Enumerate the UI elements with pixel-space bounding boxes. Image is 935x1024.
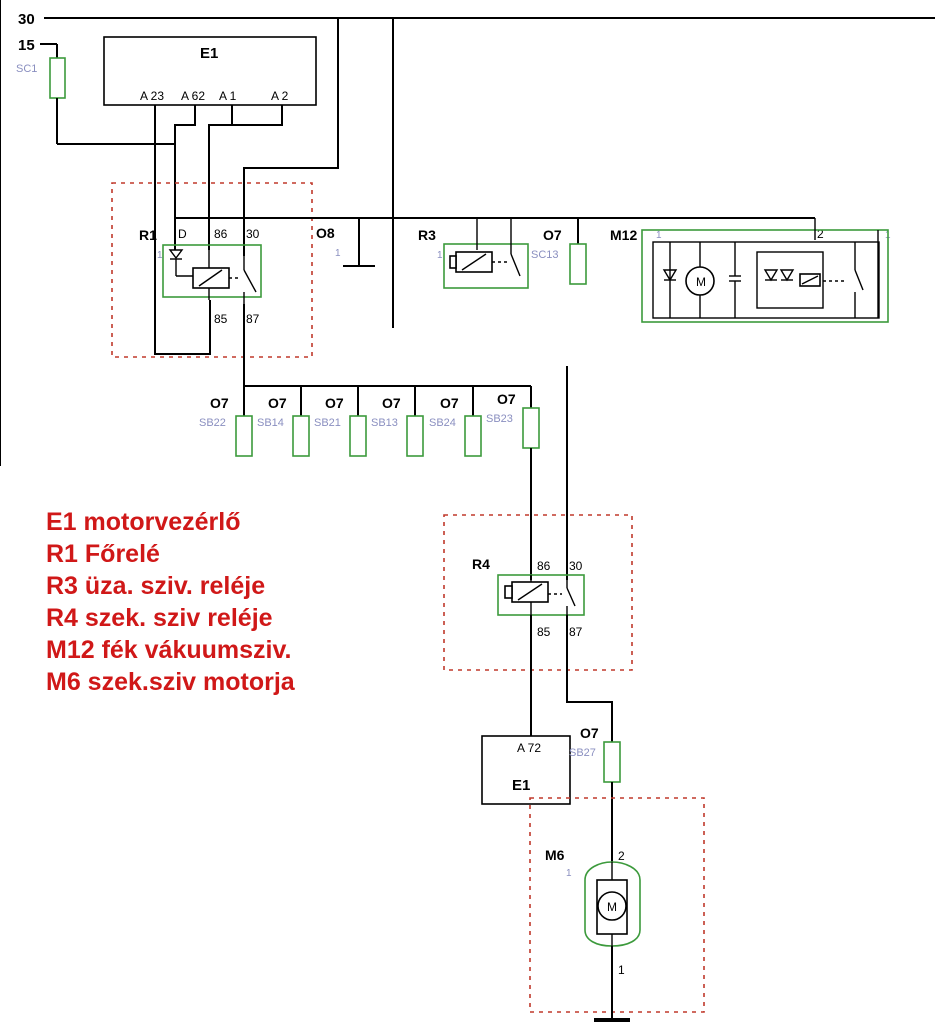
fuse-sb14: O7 SB14 [257,386,310,457]
fuse-sc1: SC1 [16,44,66,144]
fuse-sb23: O7 SB23 [486,386,540,449]
wire-30-to-r1 [243,18,339,256]
ecu-bottom-pin-a72: A 72 [517,741,541,755]
fuse-sb24-code: SB24 [429,417,456,429]
ground-o8: O8 1 [316,218,375,267]
ground-o8-name: O8 [316,225,335,241]
rail-15: 15 [18,37,57,54]
relay-r4-pin-85: 85 [537,625,551,639]
fuse-sb27-code: SB27 [569,747,596,759]
ecu-pin-a23: A 23 [140,89,164,103]
fuse-sb21: O7 SB21 [314,386,367,457]
fuse-sb22-code: SB22 [199,417,226,429]
fuse-sc13-code: SC13 [531,249,559,261]
pump-m12-pin-2: 2 [817,227,824,241]
motor-m6-pin-2: 2 [618,849,625,863]
motor-m6-symbol: M [607,900,617,914]
legend-r1: R1 Főrelé [46,540,160,568]
fuse-sb13-name: O7 [382,395,401,411]
relay-r1-pin-1: 1 [157,250,163,261]
relay-r4-name: R4 [472,556,490,572]
legend-m6: M6 szek.sziv motorja [46,668,295,696]
relay-r1-name: R1 [139,227,157,243]
fuse-sc13-name: O7 [543,227,562,243]
legend-r4: R4 szek. sziv reléje [46,604,273,632]
relay-r4-pin-86: 86 [537,559,551,573]
component-legend: E1 motorvezérlő R1 Főrelé R3 üza. sziv. … [46,506,295,698]
ground-o8-pin: 1 [335,248,341,259]
fuse-sb23-name: O7 [497,391,516,407]
fuse-sb23-code: SB23 [486,413,513,425]
fuse-row: O7 SB22 O7 SB14 O7 SB21 O7 SB13 O7 SB24 [199,386,540,457]
fuse-sb27: O7 SB27 [569,725,621,783]
fuse-sc13: O7 SC13 [531,218,587,285]
relay-r1: R1 D 86 30 1 85 87 [111,182,313,358]
ecu-pin-a62: A 62 [181,89,205,103]
rail-15-label: 15 [18,37,35,54]
pump-m12-name: M12 [610,227,637,243]
legend-r3: R3 üza. sziv. reléje [46,572,266,600]
relay-r1-pin-d: D [178,227,187,241]
fuse-sb22: O7 SB22 [199,386,253,457]
pump-m12-pin-1a: 1 [656,230,662,241]
pump-m12: M12 1 2 1 M [610,218,891,323]
fuse-sb27-name: O7 [580,725,599,741]
relay-r1-pin-87: 87 [246,312,260,326]
relay-r1-pin-85: 85 [214,312,228,326]
ecu-top-name: E1 [200,45,218,62]
fuse-sb13: O7 SB13 [371,386,424,457]
motor-m6-pin-1a: 1 [566,868,572,879]
rail-30-label: 30 [18,11,35,28]
fuse-sb22-name: O7 [210,395,229,411]
relay-r4: R4 86 30 85 87 [443,514,633,671]
relay-r1-pin-86: 86 [214,227,228,241]
fuse-sb14-name: O7 [268,395,287,411]
wire-a62 [174,105,196,144]
wire-a2 [232,105,283,126]
relay-r4-pin-30: 30 [569,559,583,573]
fuse-sb21-code: SB21 [314,417,341,429]
wire-a1-86 [208,105,233,250]
fuse-sb24-name: O7 [440,395,459,411]
relay-r3: R3 1 [418,218,529,289]
pump-m12-motor-symbol: M [696,275,706,289]
ecu-e1-bottom: A 72 E1 [481,735,571,805]
rail-30: 30 [18,11,935,28]
relay-r4-pin-87: 87 [569,625,583,639]
relay-r3-pin-1: 1 [437,250,443,261]
wire-a23-85 [154,105,211,355]
ecu-bottom-name: E1 [512,777,530,794]
wire-r4-87-to-sb27 [566,615,613,742]
motor-m6: M6 1 2 M 1 [529,797,705,1013]
fuse-sb14-code: SB14 [257,417,284,429]
fuse-sb13-code: SB13 [371,417,398,429]
relay-r1-pin-30: 30 [246,227,260,241]
legend-e1: E1 motorvezérlő [46,508,241,536]
ecu-pin-a1: A 1 [219,89,237,103]
legend-m12: M12 fék vákuumsziv. [46,636,292,664]
fuse-sc1-code: SC1 [16,63,37,75]
relay-r3-name: R3 [418,227,436,243]
fuse-sb21-name: O7 [325,395,344,411]
ecu-pin-a2: A 2 [271,89,289,103]
motor-m6-name: M6 [545,847,565,863]
motor-m6-pin-1b: 1 [618,963,625,977]
ecu-e1-top: E1 A 23 A 62 A 1 A 2 [103,36,317,106]
fuse-sb24: O7 SB24 [429,386,482,457]
